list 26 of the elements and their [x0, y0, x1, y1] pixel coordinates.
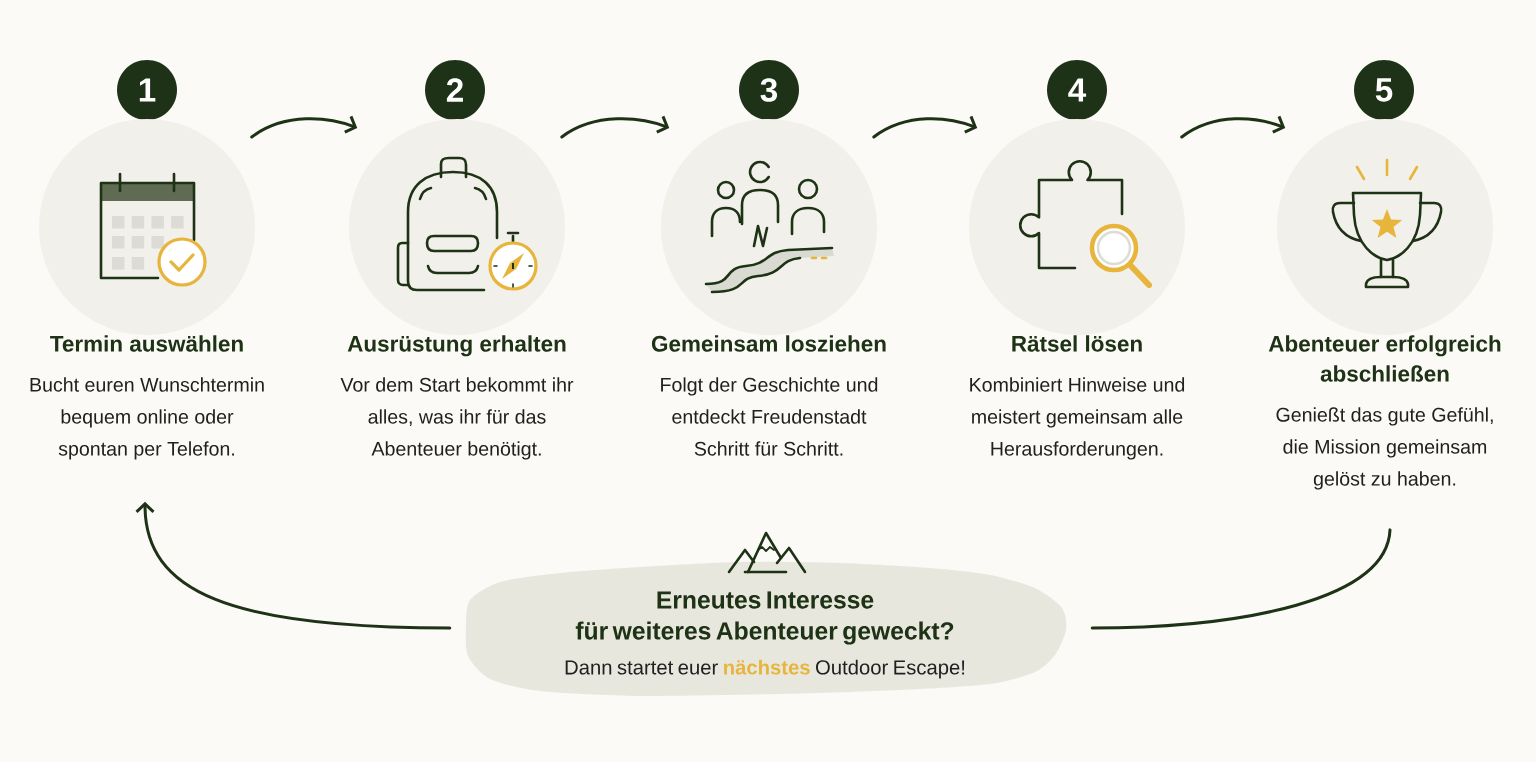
step-card: Ausrüstung erhalten Vor dem Start bekommt ihr alles, was ihr für das Abenteuer benötigt. [340, 119, 574, 460]
number-badge: 3 [739, 60, 799, 120]
node-label: Ausrüstung erhalten [347, 335, 566, 357]
node-label: Termin auswählen [50, 335, 243, 352]
node-label: Gemeinsam losziehen [651, 335, 886, 352]
number-badge: 2 [425, 60, 485, 120]
number-badge: 1 [117, 60, 177, 120]
node-label: Folgt der Geschichte und entdeckt Freudenstadt Schritt für Schritt. [661, 377, 878, 456]
curved-arrow [1180, 115, 1286, 139]
step-card: Abenteuer erfolgreich abschließen Genießt das gute Gefühl, die Mission gemeinsam gelöst zu haben. [1268, 119, 1501, 490]
number-badge: 4 [1047, 60, 1107, 120]
node-label: Kombiniert Hinweise und meistert gemeinsam alle Herausforderungen. [970, 377, 1185, 460]
node-label: Rätsel lösen [1012, 335, 1142, 352]
step-card: Rätsel lösen Kombiniert Hinweise und meistert gemeinsam alle Herausforderungen. [969, 119, 1185, 460]
node-label: Genießt das gute Gefühl, die Mission gemeinsam gelöst zu haben. [1276, 407, 1493, 490]
curved-arrow [560, 115, 670, 139]
curved-arrow [250, 115, 358, 139]
node-label: Vor dem Start bekommt ihr alles, was ihr für das Abenteuer benötigt. [340, 377, 574, 460]
curved-arrow [135, 501, 452, 630]
brush-banner: Erneutes Interesse für weiteres Abenteuer geweckt? Dann startet euer nächstes Outdoor Escape! [465, 561, 1067, 697]
node-label: Abenteuer erfolgreich abschließen [1268, 335, 1501, 382]
curved-arrow [872, 115, 978, 139]
node-label: Bucht euren Wunschtermin bequem online oder spontan per Telefon. [30, 377, 264, 460]
curved-line [1090, 528, 1392, 630]
step-card: Gemeinsam losziehen Folgt der Geschichte und entdeckt Freudenstadt Schritt für Schritt. [651, 119, 886, 456]
number-badge: 5 [1354, 60, 1414, 120]
